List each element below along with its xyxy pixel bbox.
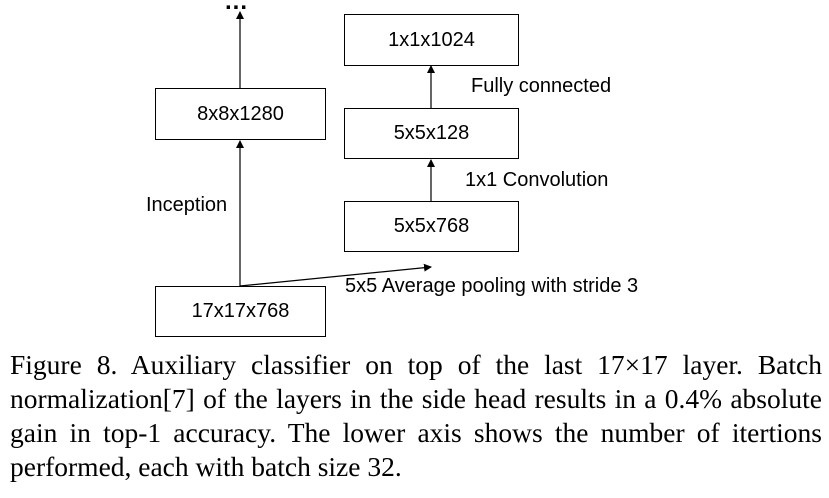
top-ellipsis: ... <box>225 0 249 15</box>
auxiliary-classifier-diagram: ... 1x1x1024 Fully connected 8x8x1280 5x… <box>146 0 639 337</box>
box-17x17x768: 17x17x768 <box>155 286 326 337</box>
box-8x8x1280: 8x8x1280 <box>155 88 326 140</box>
arrow-avg-pool <box>239 263 432 287</box>
avg-pool-label: 5x5 Average pooling with stride 3 <box>345 275 639 297</box>
diagram-arrows <box>236 11 435 287</box>
box-5x5x128: 5x5x128 <box>344 108 519 159</box>
figure-caption: Figure 8. Auxiliary classifier on top of… <box>10 349 822 482</box>
fully-connected-label: Fully connected <box>471 75 612 97</box>
inception-label: Inception <box>146 194 228 216</box>
output-box: 1x1x1024 <box>344 14 519 66</box>
box-5x5x768: 5x5x768 <box>344 201 519 252</box>
conv-1x1-label: 1x1 Convolution <box>465 169 609 191</box>
